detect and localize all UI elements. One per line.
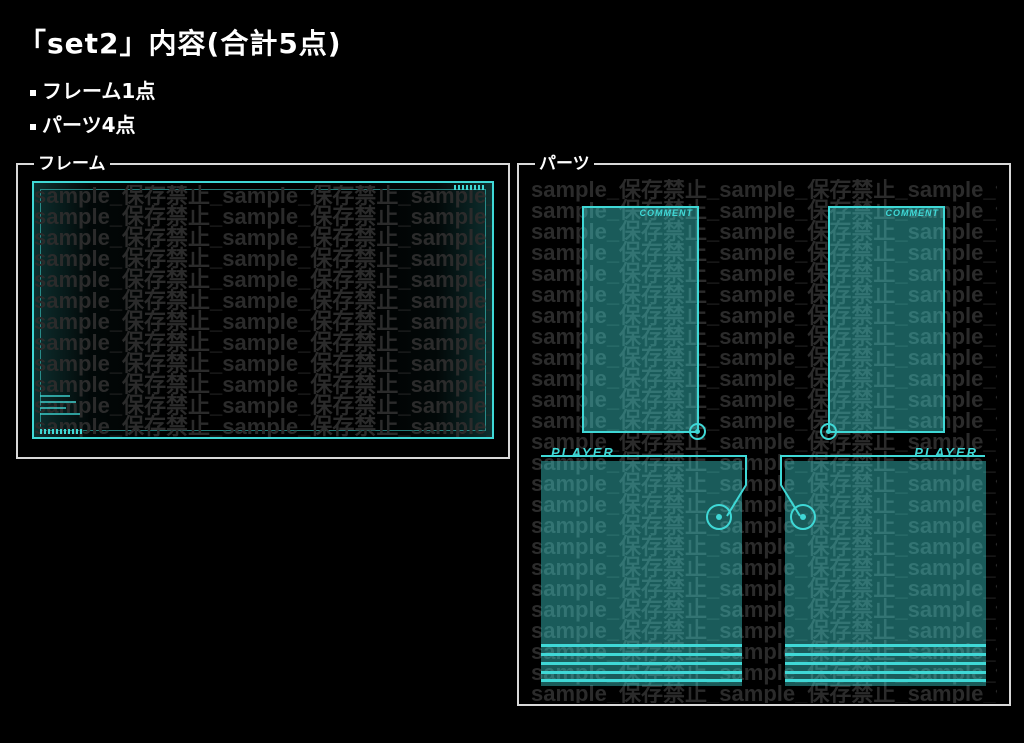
player-label: PLAYER (914, 445, 978, 460)
summary-item-frame: フレーム1点 (30, 74, 155, 108)
summary-item-parts: パーツ4点 (30, 108, 155, 142)
player-stripe (541, 679, 742, 682)
watermark-line: sample_保存禁止_sample_保存禁止_sample_保存禁止_samp… (531, 534, 997, 559)
watermark-line: sample_保存禁止_sample_保存禁止_sample_保存禁止_samp… (531, 324, 997, 349)
comment-box-right: COMMENT (828, 206, 945, 433)
watermark: sample_保存禁止_sample_保存禁止_sample_保存禁止_samp… (34, 185, 492, 439)
player-stripe (541, 644, 742, 647)
watermark-line: sample_保存禁止_sample_保存禁止_sample_保存禁止_samp… (34, 225, 492, 250)
page-title: 「set2」内容(合計5点) (18, 27, 342, 60)
comment-label: COMMENT (885, 208, 939, 218)
watermark-line: sample_保存禁止_sample_保存禁止_sample_保存禁止_samp… (531, 555, 997, 580)
watermark-line: sample_保存禁止_sample_保存禁止_sample_保存禁止_samp… (531, 597, 997, 622)
frame-hatch-bottom (40, 429, 82, 434)
watermark-line: sample_保存禁止_sample_保存禁止_sample_保存禁止_samp… (34, 309, 492, 334)
watermark-line: sample_保存禁止_sample_保存禁止_sample_保存禁止_samp… (531, 240, 997, 265)
player-stripe (541, 653, 742, 656)
watermark-line: sample_保存禁止_sample_保存禁止_sample_保存禁止_samp… (34, 267, 492, 292)
frame-hatch-top (454, 185, 484, 190)
parts-panel-label: パーツ (535, 153, 594, 175)
watermark-line: sample_保存禁止_sample_保存禁止_sample_保存禁止_samp… (34, 288, 492, 313)
bullet-icon (30, 89, 36, 96)
watermark-line: sample_保存禁止_sample_保存禁止_sample_保存禁止_samp… (531, 618, 997, 643)
connector-lines (541, 455, 985, 517)
player-stripe (785, 662, 986, 665)
watermark-line: sample_保存禁止_sample_保存禁止_sample_保存禁止_samp… (531, 198, 997, 223)
frame-detail-line (40, 395, 70, 397)
watermark-line: sample_保存禁止_sample_保存禁止_sample_保存禁止_samp… (34, 246, 492, 271)
player-stripe (785, 653, 986, 656)
player-box-left: PLAYER (541, 445, 742, 686)
frame-panel: フレーム sample_保存禁止_sample_保存禁止_sample_保存禁止… (16, 153, 510, 459)
watermark-line: sample_保存禁止_sample_保存禁止_sample_保存禁止_samp… (531, 179, 997, 202)
frame-panel-label: フレーム (34, 153, 110, 175)
frame-detail-line (40, 401, 76, 403)
watermark-line: sample_保存禁止_sample_保存禁止_sample_保存禁止_samp… (34, 330, 492, 355)
watermark-line: sample_保存禁止_sample_保存禁止_sample_保存禁止_samp… (531, 408, 997, 433)
watermark-line: sample_保存禁止_sample_保存禁止_sample_保存禁止_samp… (531, 219, 997, 244)
watermark-line: sample_保存禁止_sample_保存禁止_sample_保存禁止_samp… (531, 366, 997, 391)
watermark-line: sample_保存禁止_sample_保存禁止_sample_保存禁止_samp… (34, 351, 492, 376)
player-stripe (785, 671, 986, 674)
watermark-line: sample_保存禁止_sample_保存禁止_sample_保存禁止_samp… (34, 372, 492, 397)
watermark-line: sample_保存禁止_sample_保存禁止_sample_保存禁止_samp… (34, 204, 492, 229)
bullet-icon (30, 123, 36, 130)
watermark-line: sample_保存禁止_sample_保存禁止_sample_保存禁止_samp… (531, 282, 997, 307)
content-summary: フレーム1点 パーツ4点 (30, 74, 155, 142)
frame-preview: sample_保存禁止_sample_保存禁止_sample_保存禁止_samp… (32, 181, 494, 439)
watermark-line: sample_保存禁止_sample_保存禁止_sample_保存禁止_samp… (531, 492, 997, 517)
watermark-line: sample_保存禁止_sample_保存禁止_sample_保存禁止_samp… (531, 576, 997, 601)
watermark-line: sample_保存禁止_sample_保存禁止_sample_保存禁止_samp… (531, 303, 997, 328)
comment-label: COMMENT (639, 208, 693, 218)
player-node-icon (790, 504, 816, 530)
watermark: sample_保存禁止_sample_保存禁止_sample_保存禁止_samp… (531, 179, 997, 703)
watermark-line: sample_保存禁止_sample_保存禁止_sample_保存禁止_samp… (531, 471, 997, 496)
frame-inner-border (40, 189, 486, 431)
connector-node-icon (820, 423, 837, 440)
player-stripe (541, 671, 742, 674)
player-stripe (541, 662, 742, 665)
player-label: PLAYER (551, 445, 615, 460)
watermark-line: sample_保存禁止_sample_保存禁止_sample_保存禁止_samp… (34, 414, 492, 439)
watermark-line: sample_保存禁止_sample_保存禁止_sample_保存禁止_samp… (531, 387, 997, 412)
watermark-line: sample_保存禁止_sample_保存禁止_sample_保存禁止_samp… (531, 513, 997, 538)
watermark-line: sample_保存禁止_sample_保存禁止_sample_保存禁止_samp… (531, 429, 997, 454)
parts-panel: パーツ sample_保存禁止_sample_保存禁止_sample_保存禁止_… (517, 153, 1011, 706)
watermark-line: sample_保存禁止_sample_保存禁止_sample_保存禁止_samp… (34, 185, 492, 208)
frame-detail-line (40, 413, 80, 415)
player-box-right: PLAYER (785, 445, 986, 686)
player-node-icon (706, 504, 732, 530)
watermark-line: sample_保存禁止_sample_保存禁止_sample_保存禁止_samp… (531, 660, 997, 685)
watermark-line: sample_保存禁止_sample_保存禁止_sample_保存禁止_samp… (531, 681, 997, 704)
comment-box-left: COMMENT (582, 206, 699, 433)
watermark-line: sample_保存禁止_sample_保存禁止_sample_保存禁止_samp… (531, 345, 997, 370)
player-stripe (785, 679, 986, 682)
watermark-line: sample_保存禁止_sample_保存禁止_sample_保存禁止_samp… (34, 393, 492, 418)
watermark-line: sample_保存禁止_sample_保存禁止_sample_保存禁止_samp… (531, 261, 997, 286)
frame-detail-line (40, 407, 66, 409)
connector-node-icon (689, 423, 706, 440)
player-stripe (785, 644, 986, 647)
